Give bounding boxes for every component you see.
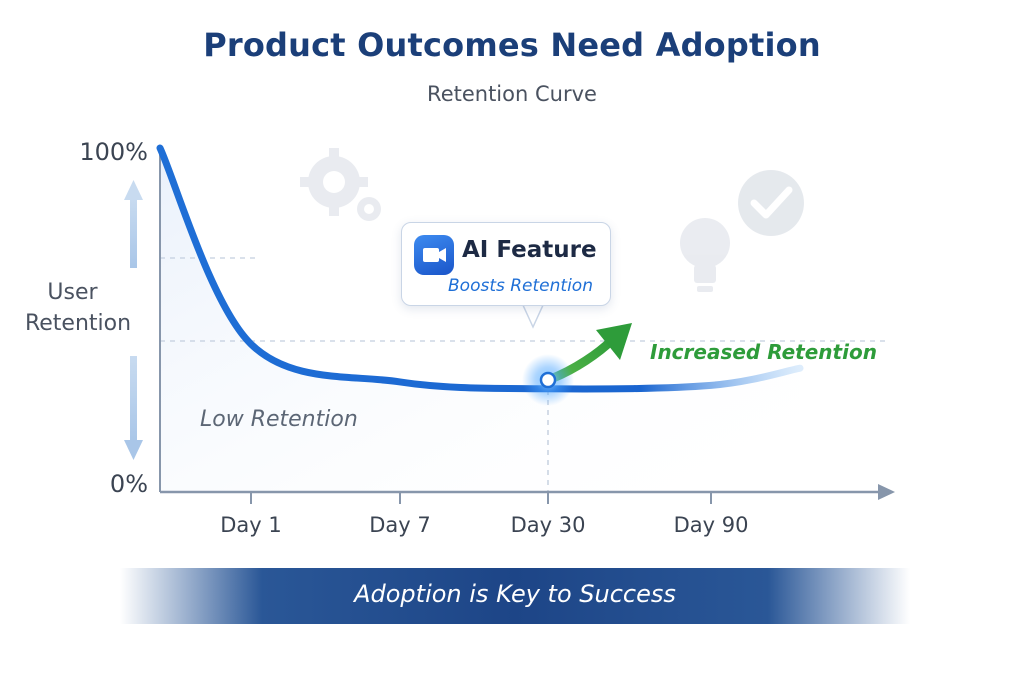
y-tick-label: 0% <box>110 470 148 498</box>
low-retention-label: Low Retention <box>200 407 358 432</box>
callout-title: AI Feature <box>462 237 597 263</box>
lightbulb-icon <box>680 218 730 292</box>
callout-subtitle: Boosts Retention <box>448 276 593 296</box>
x-tick-label: Day 1 <box>220 513 282 537</box>
y-tick-label: 100% <box>79 138 148 166</box>
x-ticks: Day 1 Day 7 Day 30 Day 90 <box>220 492 748 537</box>
y-axis-label: User Retention <box>25 280 131 336</box>
retention-curve <box>156 144 804 393</box>
video-camera-icon <box>414 235 454 275</box>
banner-text: Adoption is Key to Success <box>354 580 676 608</box>
ai-feature-callout: AI Feature Boosts Retention <box>401 222 611 306</box>
checkmark-icon <box>738 170 804 236</box>
retention-area <box>160 148 800 492</box>
x-axis-arrowhead <box>878 484 895 500</box>
x-tick-label: Day 30 <box>511 513 586 537</box>
bottom-banner: Adoption is Key to Success <box>120 568 910 624</box>
callout-pointer <box>522 303 544 329</box>
x-tick-label: Day 90 <box>674 513 749 537</box>
increased-retention-label: Increased Retention <box>650 340 877 364</box>
x-tick-label: Day 7 <box>369 513 431 537</box>
chart-subtitle: Retention Curve <box>427 82 597 106</box>
y-axis-double-arrow <box>124 180 143 460</box>
page-title: Product Outcomes Need Adoption <box>203 26 821 64</box>
gear-icon <box>300 148 381 221</box>
increase-arrowhead <box>596 323 632 360</box>
highlight-point <box>539 371 557 389</box>
